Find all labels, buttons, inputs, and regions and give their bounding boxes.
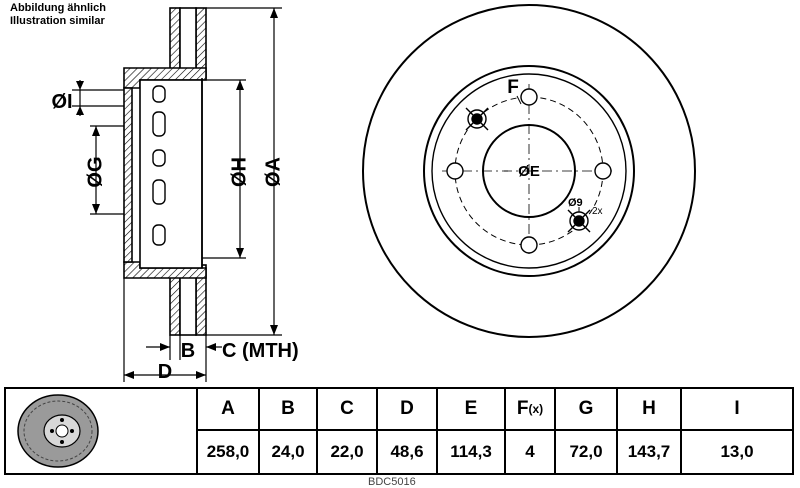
locating-holes (465, 107, 591, 233)
spec-header: G (556, 389, 616, 431)
spec-value: 48,6 (390, 442, 424, 461)
spec-header: C (318, 389, 376, 431)
spec-col-d: D 48,6 (378, 389, 438, 473)
spec-value: 143,7 (627, 442, 671, 461)
spec-header-suffix: (x) (528, 402, 544, 416)
spec-col-g: G 72,0 (556, 389, 618, 473)
label-dim-a: ØA (262, 157, 284, 187)
spec-col-h: H 143,7 (618, 389, 682, 473)
part-code: BDC5016 (368, 476, 416, 488)
spec-header: D (378, 389, 436, 431)
spec-value: 13,0 (720, 442, 754, 461)
spec-header: A (198, 389, 258, 431)
label-hole-count: 2x (592, 206, 603, 217)
disc-thumbnail (6, 389, 198, 473)
spec-col-f: F(x) 4 (506, 389, 556, 473)
spec-value: 114,3 (450, 442, 492, 461)
spec-value: 4 (525, 442, 535, 461)
spec-value: 24,0 (271, 442, 305, 461)
disc-thumbnail-icon (17, 394, 99, 468)
spec-col-i: I 13,0 (682, 389, 792, 473)
arrowheads (76, 8, 278, 379)
brake-disc-drawing: ØI ØG ØH ØA B C (MTH) D F ØE Ø9 2x (51, 4, 696, 383)
label-hole-diameter: Ø9 (568, 197, 583, 209)
side-dimension-lines (72, 7, 282, 382)
illustration-caption: Abbildung ähnlich Illustration similar (10, 2, 106, 28)
label-dim-i: ØI (51, 91, 72, 113)
spec-header: H (618, 389, 680, 431)
spec-col-c: C 22,0 (318, 389, 378, 473)
spec-col-b: B 24,0 (260, 389, 318, 473)
side-bolt-holes (152, 85, 166, 246)
spec-header: B (260, 389, 316, 431)
front-bolt-holes (446, 88, 612, 254)
label-dim-h: ØH (228, 157, 250, 187)
spec-value: 72,0 (569, 442, 603, 461)
spec-header-f: F(x) (506, 389, 554, 431)
spec-table: A 258,0 B 24,0 C 22,0 D 48,6 E 114,3 F(x… (4, 387, 794, 475)
caption-line-en: Illustration similar (10, 15, 105, 27)
label-dim-d: D (158, 361, 172, 383)
front-annotation-lines (504, 95, 580, 212)
label-dim-g: ØG (84, 156, 106, 187)
spec-header: F (516, 398, 529, 419)
spec-value: 258,0 (206, 442, 250, 461)
label-dim-e: ØE (518, 163, 540, 180)
spec-col-a: A 258,0 (198, 389, 260, 473)
label-dim-f: F (507, 77, 519, 98)
spec-col-e: E 114,3 (438, 389, 506, 473)
caption-line-de: Abbildung ähnlich (10, 2, 106, 14)
spec-header: E (438, 389, 504, 431)
label-dim-b: B (181, 340, 195, 362)
disc-side-section (123, 7, 207, 336)
spec-header: I (682, 389, 792, 431)
label-dim-c: C (MTH) (222, 340, 299, 362)
spec-value: 22,0 (330, 442, 364, 461)
